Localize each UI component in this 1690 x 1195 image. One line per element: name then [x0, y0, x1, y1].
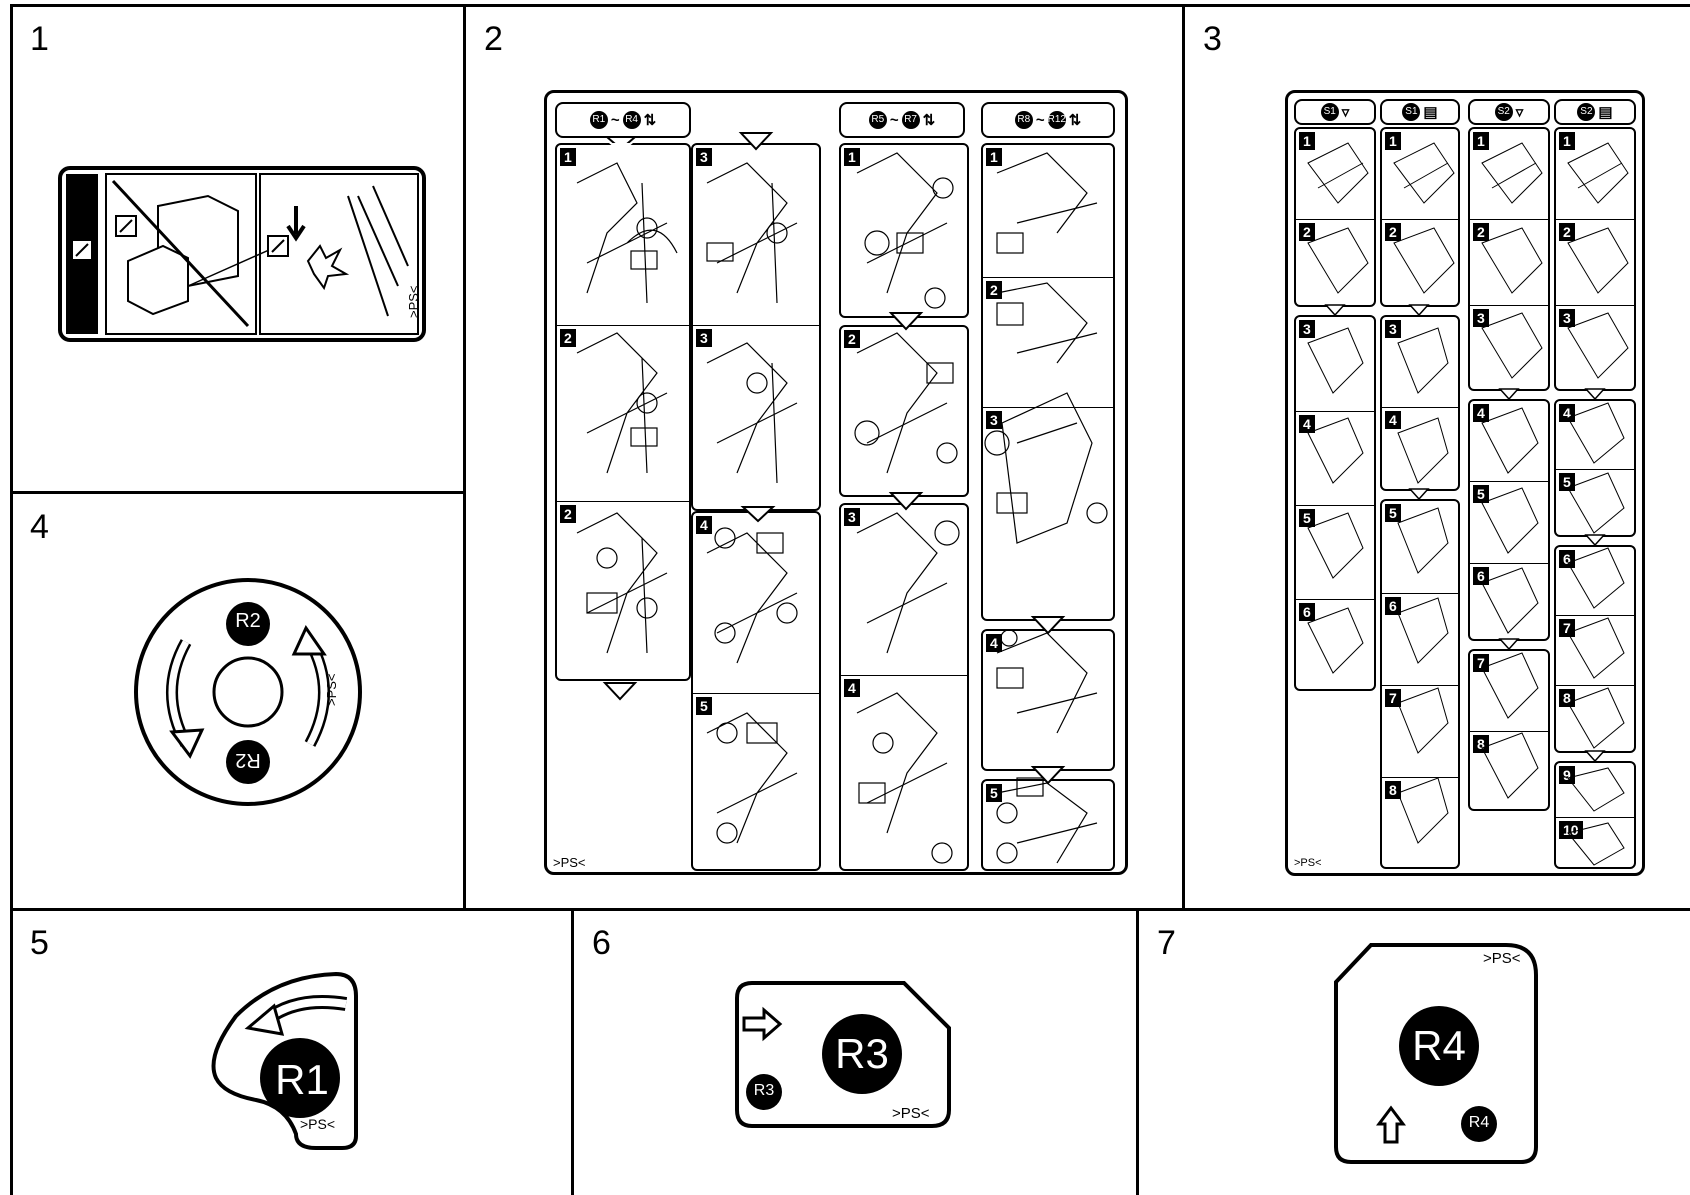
jam-removal-sketches — [547, 93, 1131, 878]
ps-label: >PS< — [406, 285, 421, 318]
procedure-sheet-r1-r12: R1 ~ R4 ⇅ R5 ~ R7 ⇅ R8 ~ R12 ⇅ 1 2 2 3 3 — [544, 90, 1128, 875]
ps-label: >PS< — [892, 1105, 930, 1122]
panel-number: 2 — [484, 20, 503, 59]
r2-top-label: R2 — [228, 610, 268, 633]
panel-2: 2 R1 ~ R4 ⇅ R5 ~ R7 ⇅ R8 ~ R12 ⇅ 1 2 2 3 — [466, 6, 1182, 908]
procedure-sheet-s1-s2: S1▿ S1▤ S2▿ S2▤ 1 2 3 4 5 6 1 2 3 4 5 6 … — [1285, 90, 1645, 876]
panel-4: 4 R2 R2 >PS< — [12, 494, 464, 908]
panel-number: 7 — [1157, 924, 1176, 963]
panel-1: 1 >PS< — [12, 6, 464, 492]
panel-number: 6 — [592, 924, 611, 963]
panel-number: 5 — [30, 924, 49, 963]
ps-label: >PS< — [1483, 950, 1521, 967]
panel-3: 3 S1▿ S1▤ S2▿ S2▤ 1 2 3 4 5 6 1 2 3 4 5 … — [1185, 6, 1690, 908]
r2-bottom-label: R2 — [228, 748, 268, 771]
ps-label: >PS< — [1294, 857, 1322, 869]
r4-label: R4 — [1399, 1022, 1479, 1070]
r1-label: R1 — [262, 1056, 342, 1104]
panel-5: 5 R1 >PS< — [12, 910, 572, 1195]
ps-label: >PS< — [324, 673, 339, 706]
stapler-sketches — [1288, 93, 1648, 879]
panel-number: 1 — [30, 20, 49, 59]
ps-label: >PS< — [553, 855, 586, 870]
panel-number: 4 — [30, 508, 49, 547]
r3-label: R3 — [822, 1030, 902, 1078]
paper-feed-illustration — [58, 166, 438, 351]
r3-small-label: R3 — [746, 1082, 782, 1100]
panel-7: 7 R4 R4 >PS< — [1139, 910, 1690, 1195]
ps-label: >PS< — [300, 1116, 335, 1132]
panel-number: 3 — [1203, 20, 1222, 59]
r4-small-label: R4 — [1461, 1114, 1497, 1132]
panel-6: 6 R3 R3 >PS< — [574, 910, 1137, 1195]
